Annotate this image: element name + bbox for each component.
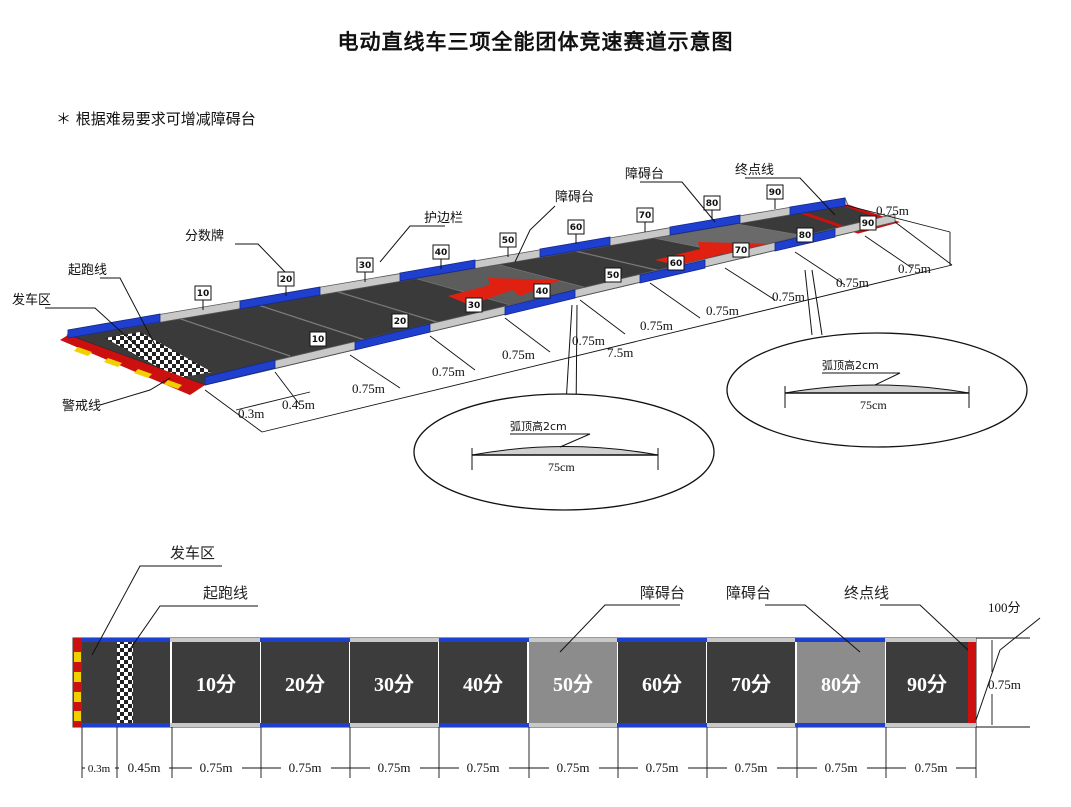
- plan-label-start-line: 起跑线: [203, 584, 248, 602]
- plan-dim-3: 0.75m: [289, 760, 322, 775]
- start-line-checker: [105, 332, 212, 378]
- score-sign: 50: [502, 236, 515, 246]
- plan-label-obstacle-1: 障碍台: [640, 584, 685, 602]
- dim-8: 0.75m: [772, 289, 805, 304]
- plan-dim-7: 0.75m: [646, 760, 679, 775]
- dim-9: 0.75m: [836, 275, 869, 290]
- label-score-sign: 分数牌: [185, 228, 224, 244]
- plan-width-label: 0.75m: [988, 677, 1021, 692]
- score-sign: 30: [359, 261, 372, 271]
- score-sign: 10: [312, 335, 325, 345]
- dim-width: 0.75m: [876, 203, 909, 218]
- plan-cell-score: 10分: [196, 673, 236, 696]
- dim-6: 0.75m: [640, 318, 673, 333]
- label-obstacle-2: 障碍台: [625, 167, 664, 182]
- label-leaders: [45, 177, 836, 406]
- guardrail-far-blue: [67, 197, 846, 339]
- note-text: ＊ 根据难易要求可增减障碍台: [56, 110, 256, 128]
- plan-dim-labels: [85, 760, 956, 774]
- label-obstacle-1: 障碍台: [555, 190, 594, 205]
- plan-cell-score: 50分: [553, 673, 593, 696]
- plan-cell-score: 90分: [907, 673, 947, 696]
- score-sign: 60: [670, 259, 683, 269]
- plan-dim-5: 0.75m: [467, 760, 500, 775]
- obstacle-ramp-2: [655, 224, 815, 255]
- score-signs-far: 10 20 30 40 50 60 70 80 90: [194, 184, 784, 310]
- dim-10: 0.75m: [898, 261, 931, 276]
- plan-cell-score: 40分: [463, 673, 503, 696]
- perspective-view: 10 20 30 40 50 60 70 80 90 10 20 30 40 5…: [12, 162, 1028, 511]
- plan-width-dim: [976, 637, 1030, 728]
- label-start-zone: 发车区: [12, 292, 51, 308]
- score-sign: 60: [570, 223, 583, 233]
- dim-1: 0.45m: [282, 397, 315, 412]
- detail-1-height: 弧顶高2cm: [510, 419, 567, 433]
- label-finish-line: 终点线: [735, 162, 774, 178]
- plan-start-zone: [82, 642, 117, 723]
- score-sign: 80: [706, 199, 719, 209]
- plan-dim-8: 0.75m: [735, 760, 768, 775]
- plan-cell-score: 70分: [731, 673, 771, 696]
- label-warning-line: 警戒线: [62, 398, 101, 414]
- plan-cell-score: 30分: [374, 673, 414, 696]
- score-sign: 50: [607, 271, 620, 281]
- score-sign: 80: [799, 231, 812, 241]
- page-title: 电动直线车三项全能团体竞速赛道示意图: [337, 30, 734, 54]
- detail-2-length: 75cm: [860, 398, 887, 412]
- dim-4: 0.75m: [502, 347, 535, 362]
- plan-view: 10分 20分 30分 40分 50分 60分 70分 80分 90分 发车区 …: [72, 544, 1041, 778]
- detail-1-length: 75cm: [548, 460, 575, 474]
- score-sign: 70: [639, 211, 652, 221]
- score-signs-near: 10 20 30 40 50 60 70 80 90: [309, 215, 877, 347]
- score-sign: 40: [435, 248, 448, 258]
- dim-2: 0.75m: [352, 381, 385, 396]
- plan-start-line: [117, 642, 133, 723]
- plan-dim-2: 0.75m: [200, 760, 233, 775]
- detail-2-height: 弧顶高2cm: [822, 358, 879, 372]
- guardrail-near-blue: [204, 228, 836, 386]
- plan-dim-10: 0.75m: [915, 760, 948, 775]
- dim-5: 0.75m: [572, 333, 605, 348]
- plan-cell-score: 60分: [642, 673, 682, 696]
- score-sign: 40: [536, 287, 549, 297]
- plan-label-obstacle-2: 障碍台: [726, 584, 771, 602]
- score-sign: 10: [197, 289, 210, 299]
- score-sign: 20: [394, 317, 407, 327]
- dim-total: 7.5m: [607, 345, 633, 360]
- warning-stripe-yellow: [74, 347, 182, 389]
- plan-cells: [172, 642, 968, 723]
- score-sign: 90: [769, 188, 782, 198]
- plan-cell-score: 80分: [821, 673, 861, 696]
- plan-dim-0: 0.3m: [88, 763, 111, 775]
- plan-cell-score: 20分: [285, 673, 325, 696]
- plan-guardrails: [82, 638, 976, 727]
- plan-warning-stripe: [73, 638, 82, 727]
- score-sign: 30: [468, 301, 481, 311]
- dim-0: 0.3m: [238, 406, 264, 421]
- dim-7: 0.75m: [706, 303, 739, 318]
- dimension-lines: [204, 204, 953, 433]
- warning-stripe: [60, 335, 205, 395]
- plan-leaders: [91, 565, 1041, 721]
- plan-label-start-zone: 发车区: [170, 544, 215, 562]
- plan-dim-1: 0.45m: [128, 760, 161, 775]
- plan-finish-line: [968, 642, 976, 723]
- plan-dim-4: 0.75m: [378, 760, 411, 775]
- score-sign: 90: [862, 219, 875, 229]
- plan-dim-6: 0.75m: [557, 760, 590, 775]
- score-sign: 20: [280, 275, 293, 285]
- plan-label-finish-score: 100分: [988, 600, 1021, 615]
- label-guardrail: 护边栏: [424, 211, 463, 226]
- plan-dim-9: 0.75m: [825, 760, 858, 775]
- dim-3: 0.75m: [432, 364, 465, 379]
- score-sign: 70: [735, 246, 748, 256]
- label-start-line: 起跑线: [68, 263, 107, 278]
- plan-label-finish-line: 终点线: [844, 584, 889, 602]
